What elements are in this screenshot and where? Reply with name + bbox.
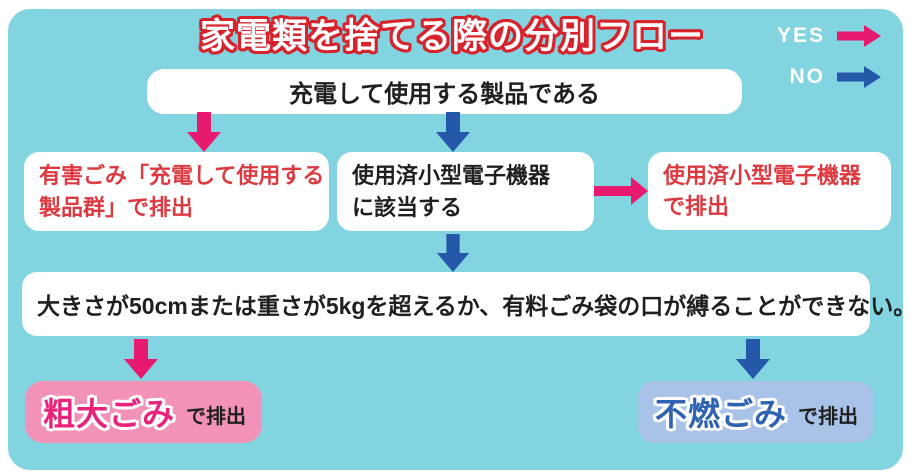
badge-oversized-suffix: で排出 xyxy=(186,406,247,428)
node-small-question-line1: 使用済小型電子機器 xyxy=(352,163,551,189)
node-small-output-line1: 使用済小型電子機器 xyxy=(663,162,862,188)
node-hazardous-line2: 製品群」で排出 xyxy=(39,194,194,220)
arrow-question-yes-icon xyxy=(594,177,648,205)
badge-oversized-label: 粗大ごみ xyxy=(43,396,176,432)
legend-yes-label: YES xyxy=(776,24,825,47)
node-start: 充電して使用する製品である xyxy=(147,69,742,114)
node-size-question-label: 大きさが50cmまたは重さが5kgを超えるか、有料ごみ袋の口が縛ることができない… xyxy=(37,293,911,319)
node-size-question: 大きさが50cmまたは重さが5kgを超えるか、有料ごみ袋の口が縛ることができない… xyxy=(22,272,911,336)
arrow-question-no-icon xyxy=(436,234,470,272)
node-small-electronics-question: 使用済小型電子機器 に該当する xyxy=(337,152,594,231)
legend-no: NO xyxy=(789,65,881,89)
page-title: 家電類を捨てる際の分別フロー xyxy=(199,17,704,56)
arrow-size-yes-icon xyxy=(124,339,158,379)
node-small-output-line2: で排出 xyxy=(663,194,730,219)
node-small-electronics-output: 使用済小型電子機器 で排出 xyxy=(648,152,891,230)
arrow-start-no-icon xyxy=(436,112,470,152)
arrow-size-no-icon xyxy=(736,339,770,379)
node-start-label: 充電して使用する製品である xyxy=(288,81,601,108)
legend-yes: YES xyxy=(777,24,881,48)
badge-oversized-waste: 粗大ごみ で排出 xyxy=(25,381,262,443)
badge-noncombustible-waste: 不燃ごみ で排出 xyxy=(637,381,874,443)
legend-no-label: NO xyxy=(789,65,825,88)
yes-arrow-icon xyxy=(837,25,881,47)
arrow-start-yes-icon xyxy=(187,112,221,152)
legend: YES NO xyxy=(777,24,881,89)
no-arrow-icon xyxy=(837,66,881,88)
badge-noncombustible-suffix: で排出 xyxy=(798,406,859,428)
badge-noncombustible-label: 不燃ごみ xyxy=(655,396,788,432)
node-small-question-line2: に該当する xyxy=(352,194,463,220)
node-hazardous-waste: 有害ごみ「充電して使用する 製品群」で排出 xyxy=(24,152,329,231)
node-hazardous-line1: 有害ごみ「充電して使用する xyxy=(39,163,325,189)
